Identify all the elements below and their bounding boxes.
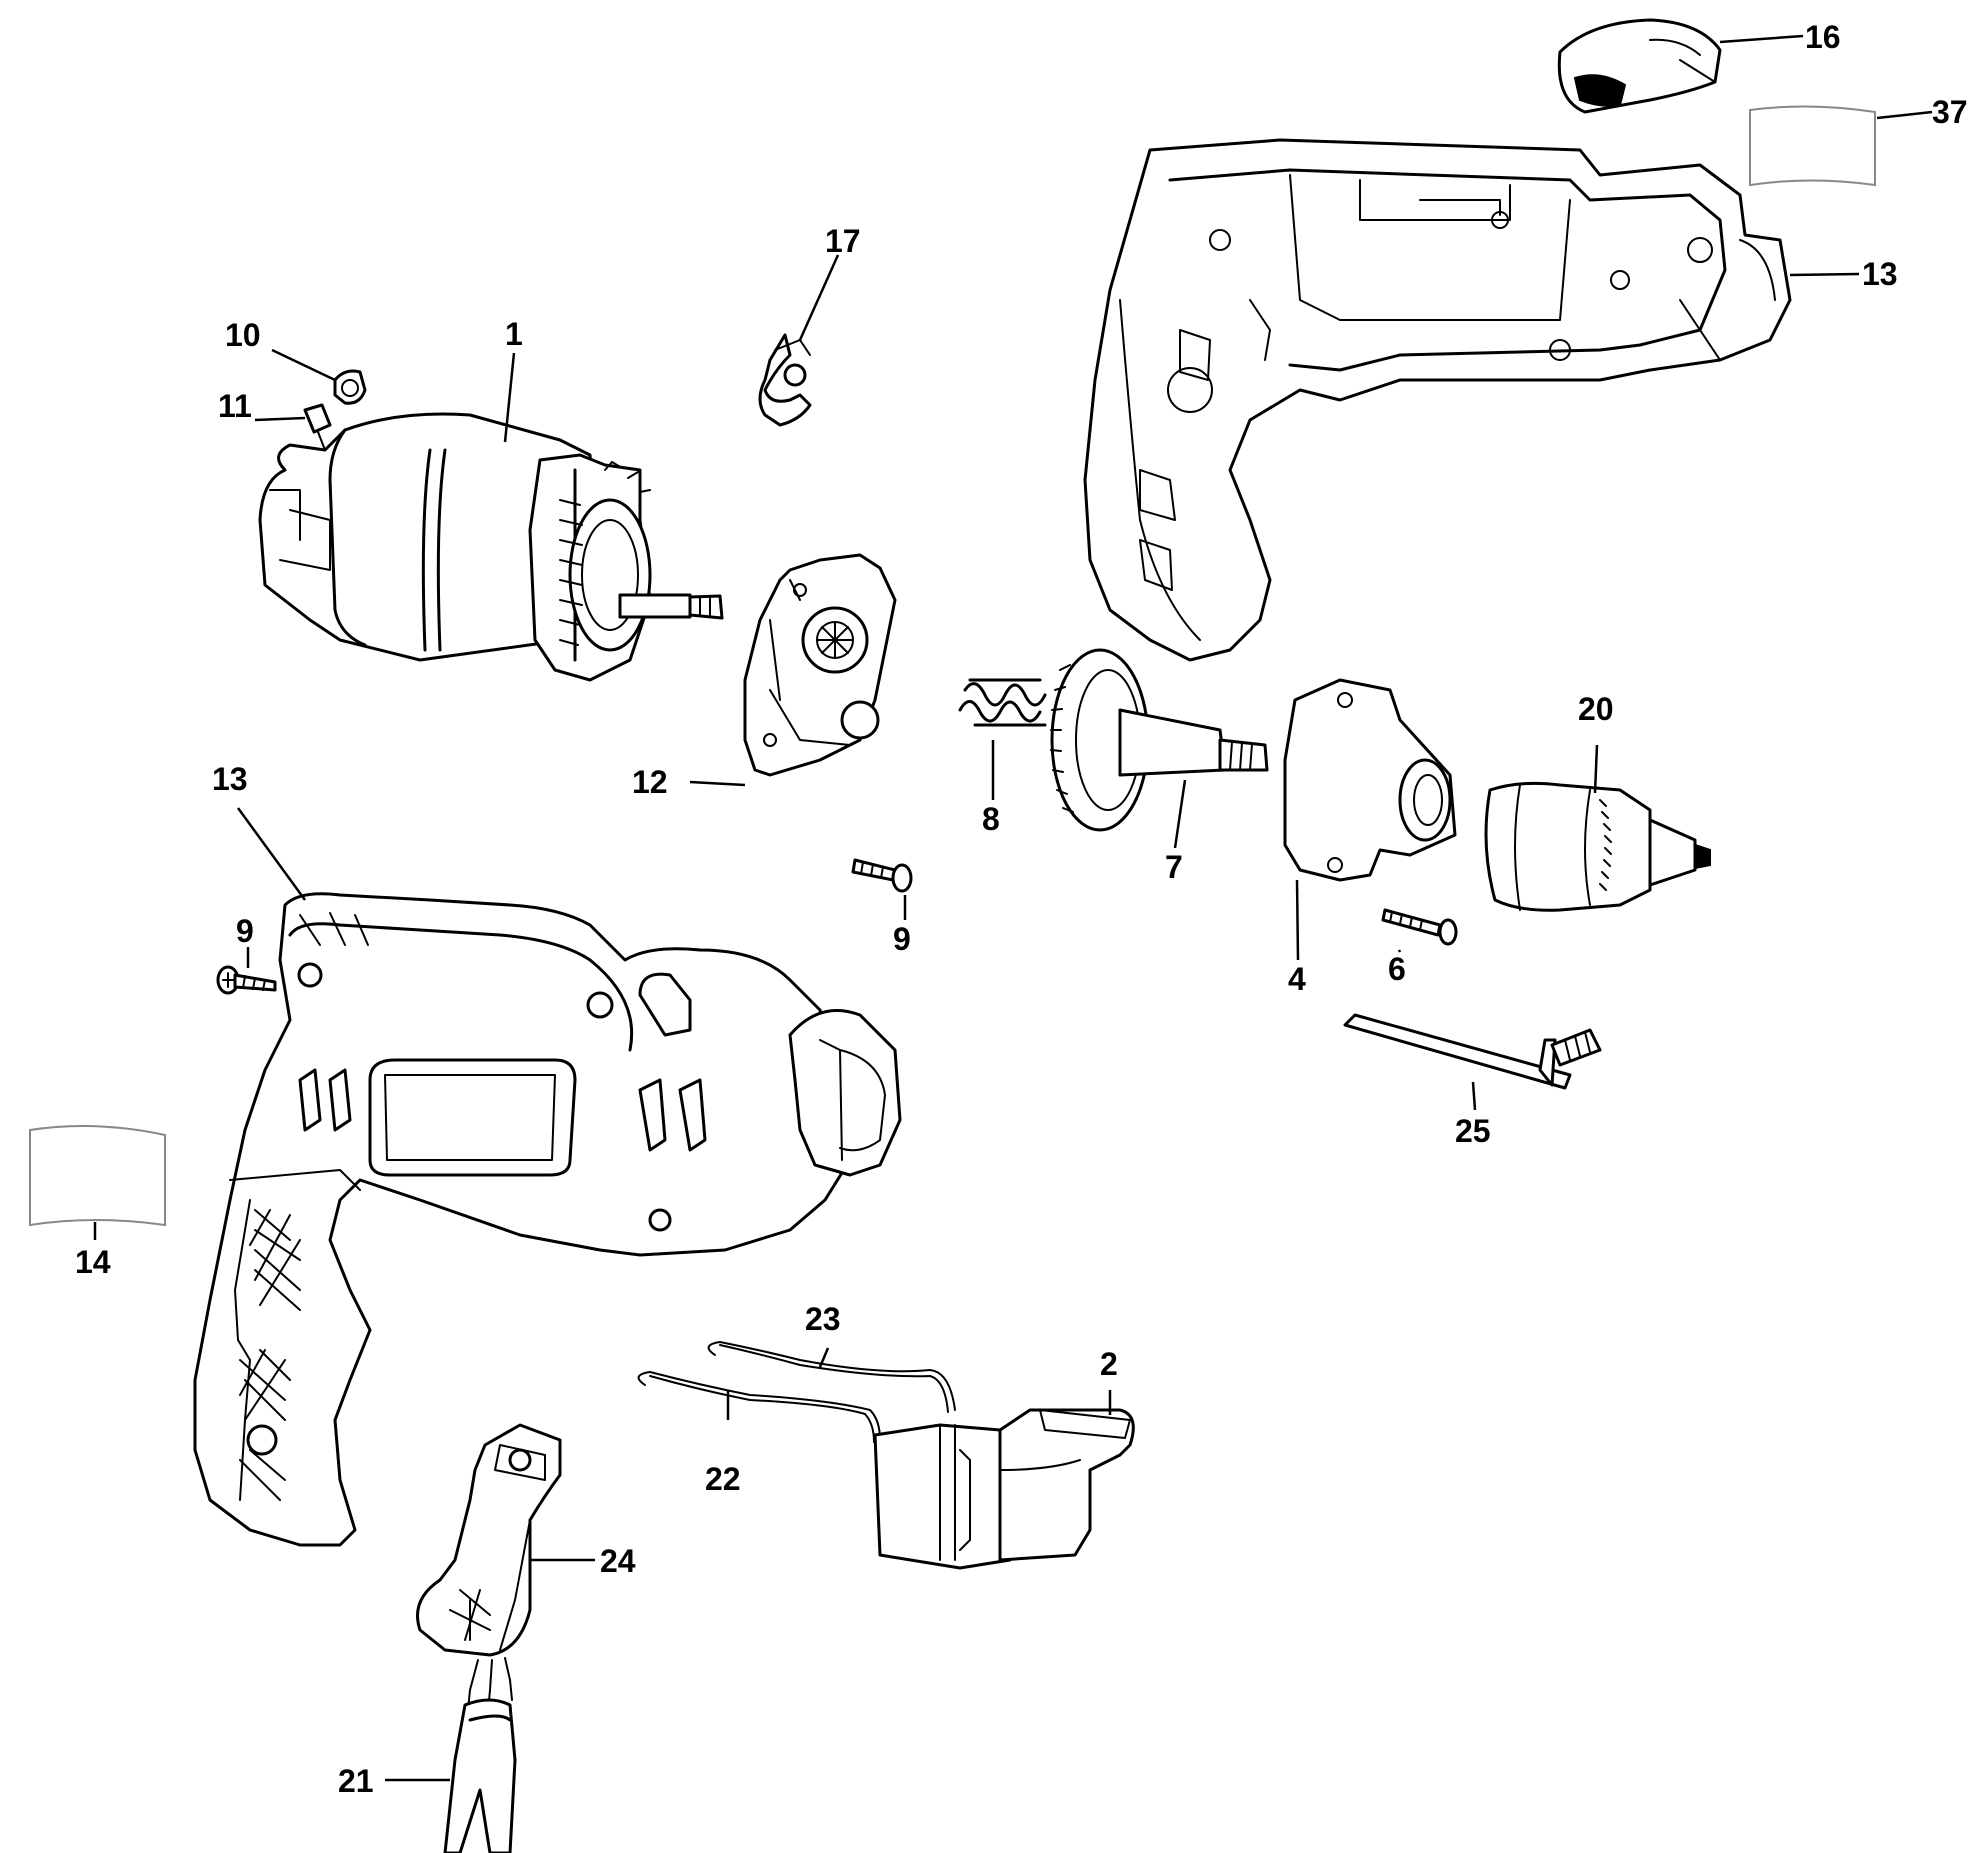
callout-8: 8	[982, 801, 1000, 837]
callout-23: 23	[805, 1301, 841, 1337]
callout-22: 22	[705, 1461, 741, 1497]
callout-25: 25	[1455, 1113, 1491, 1149]
callout-16: 16	[1805, 19, 1841, 55]
part-1-motor	[258, 412, 724, 682]
part-16-button-cap	[1557, 18, 1722, 114]
part-9-screw-right	[851, 858, 913, 893]
part-22-wire	[637, 1371, 881, 1443]
part-25-chuck-key	[1343, 1013, 1602, 1090]
part-2-switch	[873, 1408, 1135, 1570]
callout-24: 24	[600, 1543, 636, 1579]
part-20-chuck	[1484, 781, 1711, 912]
callout-21: 21	[338, 1763, 374, 1799]
leader-lines	[93, 34, 1933, 1782]
callout-20: 20	[1578, 691, 1614, 727]
callout-labels: 16 37 13 17 10 1 11 20 8 7 12 13 9 9 4 6…	[75, 19, 1968, 1799]
part-8-spring	[958, 678, 1047, 727]
part-24-cord-protector	[416, 1423, 562, 1657]
part-9-screw-left	[216, 965, 277, 995]
callout-12: 12	[632, 764, 668, 800]
part-10-brush	[333, 369, 367, 405]
callout-13-right-housing: 13	[1862, 256, 1898, 292]
part-4-gearbox	[1283, 678, 1457, 882]
part-37-label	[1749, 105, 1876, 187]
callout-9-right: 9	[893, 921, 911, 957]
callout-10: 10	[225, 317, 261, 353]
callout-9-left: 9	[236, 913, 254, 949]
callout-4: 4	[1288, 961, 1306, 997]
callout-17: 17	[825, 223, 861, 259]
callout-14: 14	[75, 1244, 111, 1280]
part-23-wire	[707, 1341, 956, 1413]
callout-2: 2	[1100, 1346, 1118, 1382]
part-17-clip	[758, 333, 812, 427]
housing-left-half	[193, 892, 902, 1547]
part-7-gear-spindle	[1050, 648, 1269, 832]
part-6-screw	[1381, 908, 1458, 946]
part-11-brush-holder	[303, 403, 332, 451]
callout-37: 37	[1932, 94, 1968, 130]
callout-11: 11	[218, 388, 252, 424]
callout-13-left-housing: 13	[212, 761, 248, 797]
callout-1: 1	[505, 316, 523, 352]
part-14-label	[29, 1125, 166, 1227]
callout-6: 6	[1388, 951, 1406, 987]
callout-7: 7	[1165, 849, 1183, 885]
housing-right-half	[1083, 138, 1792, 662]
part-21-cord	[443, 1657, 517, 1853]
part-12-gear-plate	[743, 553, 897, 777]
